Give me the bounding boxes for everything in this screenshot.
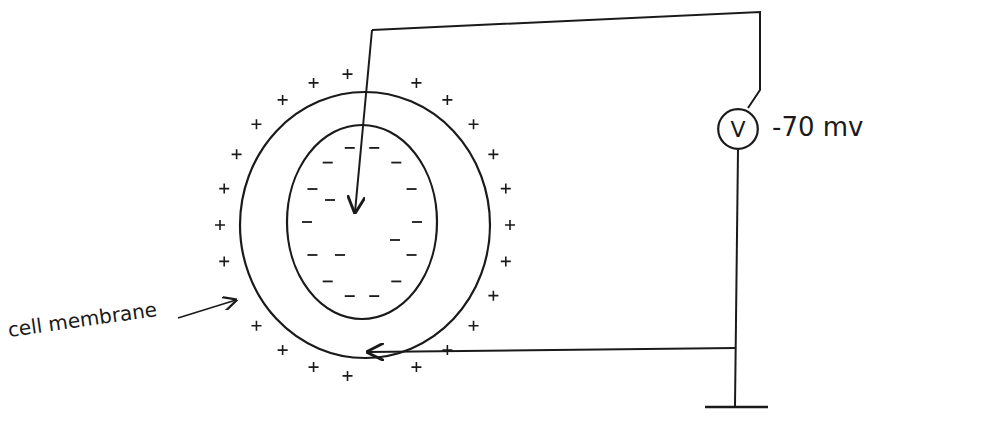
wire	[372, 12, 760, 108]
reference-electrode	[368, 348, 736, 352]
negative-charge	[335, 254, 345, 256]
positive-charge	[442, 345, 452, 355]
positive-charge	[219, 256, 229, 266]
cell-membrane-inner	[287, 125, 437, 319]
negative-charge	[407, 188, 417, 190]
positive-charge	[219, 184, 229, 194]
positive-charge	[488, 149, 498, 159]
positive-charge	[232, 149, 242, 159]
voltage-reading: -70 mv	[772, 112, 863, 142]
charges	[215, 69, 515, 381]
negative-charge	[345, 147, 355, 149]
meter-symbol: V	[717, 108, 759, 150]
positive-charge	[501, 184, 511, 194]
negative-charge	[369, 147, 379, 149]
negative-charge	[390, 239, 400, 241]
positive-charge	[309, 78, 319, 88]
positive-charge	[411, 362, 421, 372]
negative-charge	[345, 295, 355, 297]
negative-charge	[325, 199, 335, 201]
positive-charge	[469, 321, 479, 331]
positive-charge	[505, 220, 515, 230]
leader-line	[178, 300, 236, 318]
positive-charge	[501, 256, 511, 266]
negative-charge	[307, 254, 317, 256]
negative-charge	[407, 254, 417, 256]
positive-charge	[278, 345, 288, 355]
part-label: cell membrane	[6, 297, 158, 342]
positive-charge	[411, 78, 421, 88]
negative-charge	[391, 281, 401, 283]
negative-charge	[391, 162, 401, 164]
negative-charge	[323, 281, 333, 283]
cell-membrane-outer	[240, 92, 490, 358]
negative-charge	[307, 188, 317, 190]
positive-charge	[251, 119, 261, 129]
positive-charge	[309, 362, 319, 372]
wire	[735, 150, 738, 406]
negative-charge	[412, 221, 422, 223]
voltmeter: V	[717, 108, 759, 150]
voltmeter-circle	[718, 109, 758, 149]
positive-charge	[278, 95, 288, 105]
positive-charge	[442, 95, 452, 105]
positive-charge	[251, 321, 261, 331]
ground-symbol	[705, 406, 768, 408]
negative-charge	[302, 221, 312, 223]
recording-electrode	[355, 30, 372, 212]
positive-charge	[343, 371, 353, 381]
positive-charge	[488, 291, 498, 301]
positive-charge	[215, 220, 225, 230]
negative-charge	[323, 162, 333, 164]
positive-charge	[469, 119, 479, 129]
positive-charge	[343, 69, 353, 79]
negative-charge	[369, 295, 379, 297]
